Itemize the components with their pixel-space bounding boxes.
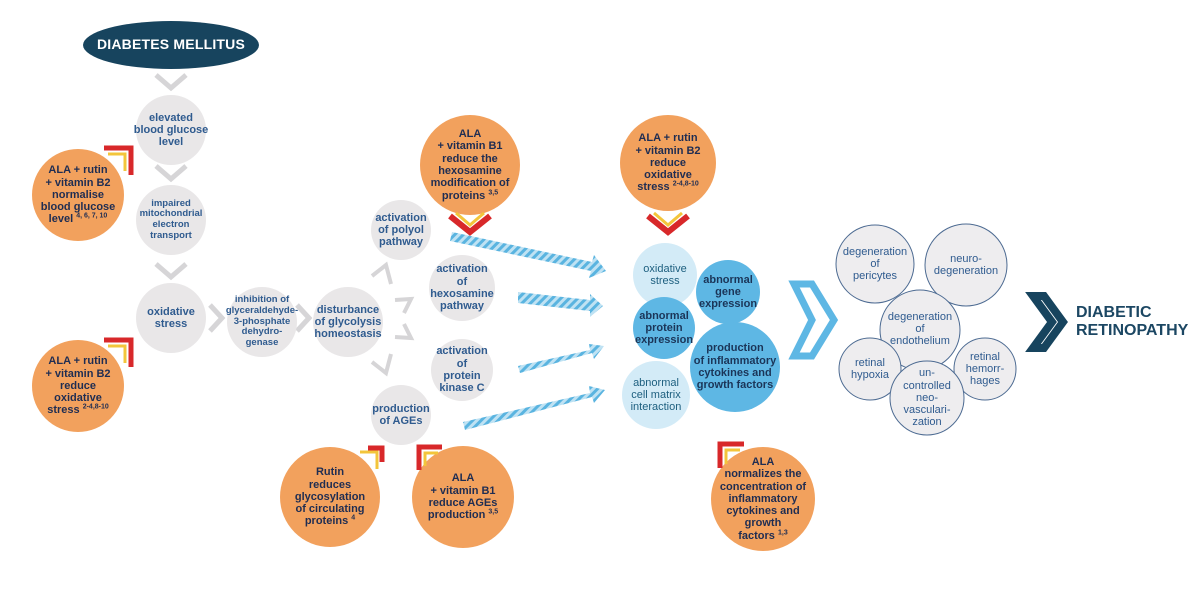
diabetes-mellitus-title: DIABETES MELLITUS: [96, 36, 246, 53]
retinopathy-circles: [835, 223, 1017, 436]
right-chevrons: [208, 303, 313, 333]
diabetic-retinopathy-title: DIABETIC RETINOPATHY: [1076, 303, 1189, 339]
hollow-arrow: [788, 280, 839, 360]
down-chevrons: [154, 73, 188, 281]
retinopathy-arrow: [1025, 292, 1068, 352]
branch-chevrons: [370, 261, 415, 377]
hatched-arrows: [450, 232, 606, 430]
orange-intervention-circles: [32, 115, 815, 551]
effect-circles: [622, 243, 780, 429]
gray-pathway-circles: [136, 95, 495, 445]
neurodegeneration-label: neuro-degeneration: [933, 252, 999, 277]
inhibition-accents: [104, 145, 744, 470]
diabetes-mellitus-ellipse: [83, 21, 259, 69]
